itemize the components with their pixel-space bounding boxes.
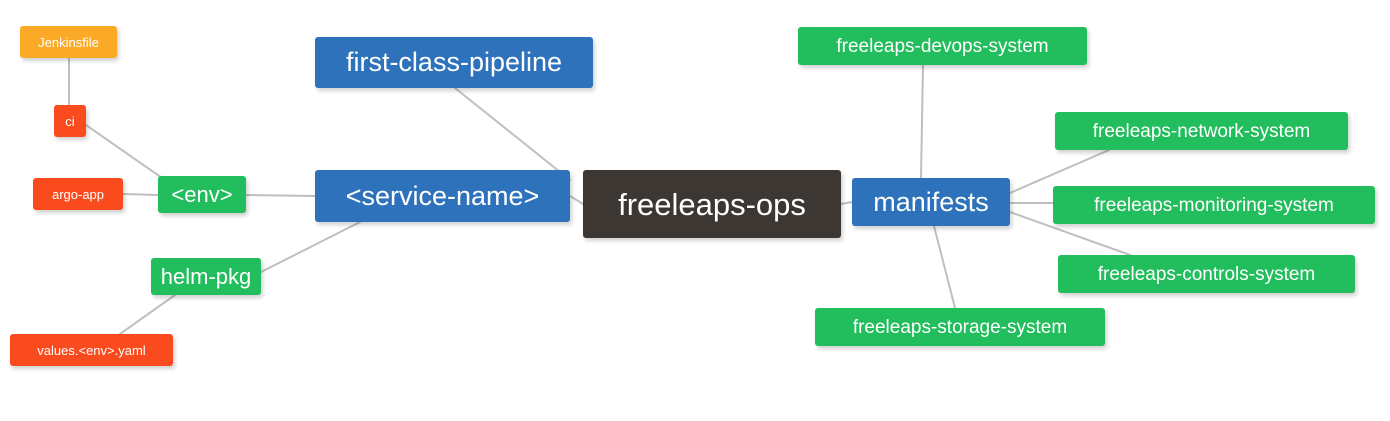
- mindmap-node-label: <service-name>: [345, 180, 540, 211]
- mindmap-node-freeleaps-devops-system[interactable]: freeleaps-devops-system: [798, 27, 1087, 65]
- mindmap-node-helm-pkg[interactable]: helm-pkg: [151, 258, 261, 295]
- mindmap-node-freeleaps-monitoring-system[interactable]: freeleaps-monitoring-system: [1053, 186, 1375, 224]
- mindmap-node-jenkinsfile[interactable]: Jenkinsfile: [20, 26, 117, 58]
- mindmap-node-label: freeleaps-storage-system: [852, 316, 1068, 338]
- edge-service-name-to-helm-pkg: [260, 221, 361, 273]
- edge-env-to-ci: [85, 124, 166, 181]
- edge-service-name-to-first-class-pipeline: [454, 87, 571, 181]
- mindmap-node-label: freeleaps-network-system: [1092, 120, 1311, 142]
- mindmap-node-label: Jenkinsfile: [38, 34, 99, 50]
- mindmap-node-service-name[interactable]: <service-name>: [315, 170, 570, 222]
- edge-manifests-to-freeleaps-devops-system: [920, 64, 924, 179]
- mindmap-node-label: ci: [65, 113, 75, 129]
- mindmap-node-freeleaps-ops[interactable]: freeleaps-ops: [583, 170, 841, 238]
- mindmap-node-values-env-yaml[interactable]: values.<env>.yaml: [10, 334, 173, 366]
- mindmap-node-label: values.<env>.yaml: [37, 342, 146, 358]
- mindmap-node-label: <env>: [171, 181, 233, 207]
- mindmap-node-label: helm-pkg: [160, 263, 252, 289]
- edge-freeleaps-ops-to-service-name: [569, 195, 584, 205]
- mindmap-node-label: freeleaps-devops-system: [836, 35, 1049, 57]
- edge-freeleaps-ops-to-manifests: [840, 201, 853, 205]
- mindmap-node-label: manifests: [873, 186, 989, 217]
- mindmap-node-ci[interactable]: ci: [54, 105, 86, 137]
- mindmap-node-label: argo-app: [51, 186, 105, 202]
- mindmap-node-argo-app[interactable]: argo-app: [33, 178, 123, 210]
- mindmap-node-freeleaps-network-system[interactable]: freeleaps-network-system: [1055, 112, 1348, 150]
- mindmap-node-label: freeleaps-monitoring-system: [1094, 194, 1334, 216]
- mindmap-node-label: first-class-pipeline: [345, 47, 563, 77]
- mindmap-node-first-class-pipeline[interactable]: first-class-pipeline: [315, 37, 593, 88]
- edge-manifests-to-freeleaps-storage-system: [933, 225, 956, 309]
- edge-service-name-to-env: [245, 194, 316, 197]
- mindmap-node-freeleaps-storage-system[interactable]: freeleaps-storage-system: [815, 308, 1105, 346]
- mindmap-node-freeleaps-controls-system[interactable]: freeleaps-controls-system: [1058, 255, 1355, 293]
- edge-env-to-argo-app: [122, 193, 159, 196]
- mindmap-node-manifests[interactable]: manifests: [852, 178, 1010, 226]
- mindmap-node-label: freeleaps-ops: [618, 186, 806, 222]
- edge-helm-pkg-to-values-env-yaml: [119, 294, 176, 335]
- mindmap-node-label: freeleaps-controls-system: [1097, 263, 1316, 285]
- mindmap-node-env[interactable]: <env>: [158, 176, 246, 213]
